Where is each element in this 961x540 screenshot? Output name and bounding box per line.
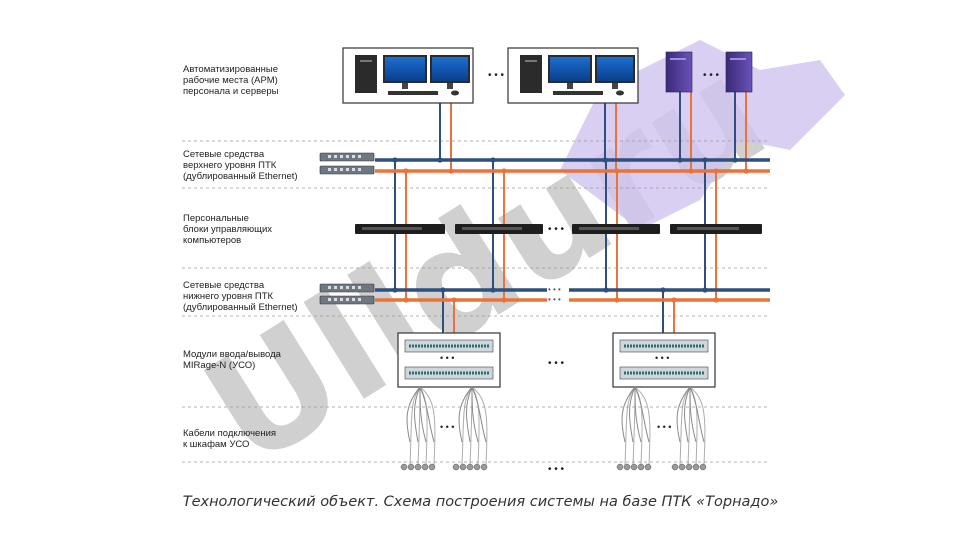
control-unit-icon <box>670 224 762 234</box>
svg-text:нижнего уровня ПТК: нижнего уровня ПТК <box>183 291 274 302</box>
svg-text:Сетевые средства: Сетевые средства <box>183 280 265 291</box>
label-io-modules: Модули ввода/вывода MIRage-N (УСО) <box>183 349 282 371</box>
svg-text:• • •: • • • <box>440 353 454 363</box>
control-unit-row: • • • <box>355 224 762 235</box>
workstation-group-1 <box>342 47 474 104</box>
io-module-icon <box>619 366 709 380</box>
svg-text:(дублированный Ethernet): (дублированный Ethernet) <box>183 302 298 313</box>
svg-text:компьютеров: компьютеров <box>183 235 241 246</box>
control-unit-icon <box>355 224 445 234</box>
upper-network-bus <box>375 157 770 174</box>
label-upper-network: Сетевые средства верхнего уровня ПТК (ду… <box>183 149 298 182</box>
svg-text:Сетевые средства: Сетевые средства <box>183 149 265 160</box>
mouse-icon <box>616 90 624 96</box>
workstation-group-2 <box>507 47 639 104</box>
ellipsis: • • • <box>703 70 720 81</box>
lower-network-bus: • • • • • • <box>375 284 770 306</box>
svg-text:персонала и серверы: персонала и серверы <box>183 86 279 97</box>
io-module-group-2: • • • <box>612 332 716 388</box>
io-module-group-1: • • • <box>397 332 501 388</box>
svg-text:• • •: • • • <box>548 295 561 304</box>
upper-switch-icon <box>319 152 375 175</box>
ellipsis: • • • <box>488 70 505 81</box>
cable-bundle-icon <box>458 386 488 466</box>
label-lower-network: Сетевые средства нижнего уровня ПТК (дуб… <box>183 280 298 313</box>
label-control-units: Персональные блоки управляющих компьютер… <box>183 213 272 246</box>
cable-bundle-icon <box>406 386 436 466</box>
label-workstations: Автоматизированные рабочие места (АРМ) п… <box>183 64 279 97</box>
cable-bundle-icon <box>676 386 706 466</box>
ellipsis: • • • <box>548 464 565 475</box>
mouse-icon <box>451 90 459 96</box>
keyboard-icon <box>553 91 603 95</box>
monitor-icon <box>595 55 635 89</box>
cable-bundles <box>406 386 706 466</box>
computer-tower-icon <box>355 55 377 93</box>
monitor-icon <box>430 55 470 89</box>
ellipsis: • • • <box>548 358 565 369</box>
io-links <box>442 290 675 333</box>
cable-bundle-icon <box>621 386 651 466</box>
server-icon <box>725 51 753 93</box>
monitor-icon <box>383 55 427 89</box>
control-unit-icon <box>455 224 543 234</box>
svg-text:Модули ввода/вывода: Модули ввода/вывода <box>183 349 282 360</box>
svg-text:Автоматизированные: Автоматизированные <box>183 64 278 75</box>
lower-switch-icon <box>319 283 375 305</box>
io-module-icon <box>619 339 709 353</box>
server-icon <box>665 51 693 93</box>
svg-text:верхнего уровня ПТК: верхнего уровня ПТК <box>183 160 277 171</box>
ellipsis: • • • <box>657 422 671 432</box>
svg-text:к шкафам УСО: к шкафам УСО <box>183 439 249 450</box>
section-separators <box>182 140 770 463</box>
keyboard-icon <box>388 91 438 95</box>
svg-text:блоки управляющих: блоки управляющих <box>183 224 272 235</box>
svg-text:MIRage-N (УСО): MIRage-N (УСО) <box>183 360 255 371</box>
ellipsis: • • • <box>440 422 454 432</box>
svg-text:Кабели подключения: Кабели подключения <box>183 428 276 439</box>
io-module-icon <box>404 339 494 353</box>
svg-text:рабочие места (АРМ): рабочие места (АРМ) <box>183 75 278 86</box>
svg-text:Персональные: Персональные <box>183 213 249 224</box>
svg-text:• • •: • • • <box>548 285 561 294</box>
computer-tower-icon <box>520 55 542 93</box>
ellipsis: • • • <box>548 224 565 235</box>
cable-connectors <box>400 463 707 471</box>
io-module-icon <box>404 366 494 380</box>
figure-caption: Технологический объект. Схема построения… <box>182 494 779 510</box>
svg-text:(дублированный Ethernet): (дублированный Ethernet) <box>183 171 298 182</box>
svg-text:• • •: • • • <box>655 353 669 363</box>
label-cables: Кабели подключения к шкафам УСО <box>183 428 276 450</box>
control-unit-icon <box>572 224 660 234</box>
monitor-icon <box>548 55 592 89</box>
